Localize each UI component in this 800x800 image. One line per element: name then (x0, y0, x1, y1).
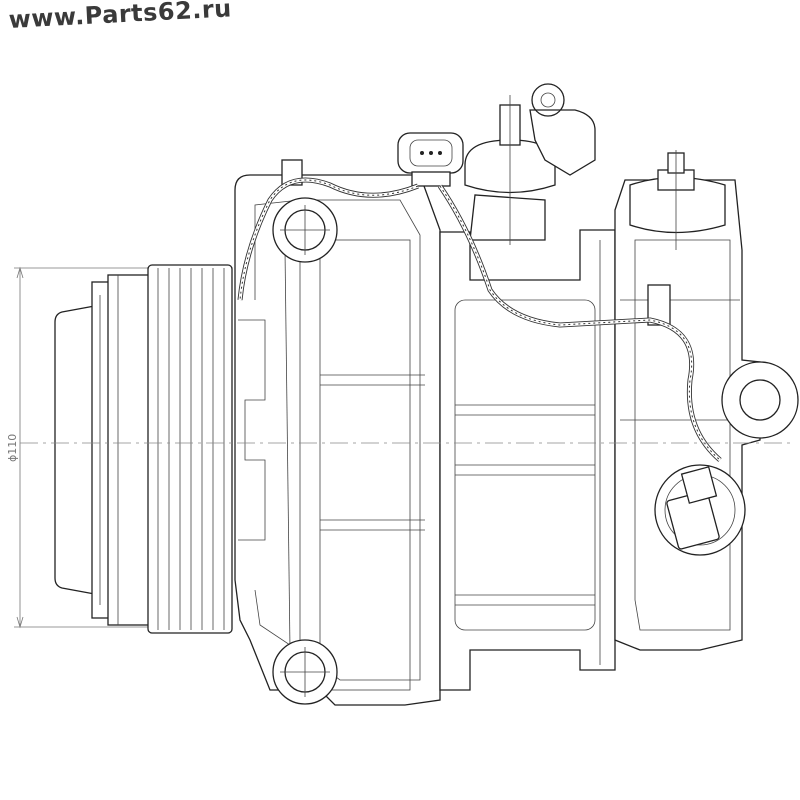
top-electrical-connector (397, 132, 464, 187)
wire-clip (647, 284, 671, 326)
wire-harness (237, 177, 722, 462)
rear-connector (654, 464, 746, 556)
valve-fitting (464, 83, 596, 245)
middle-body (439, 229, 616, 691)
lower-mount-boss (272, 639, 338, 705)
pulley (54, 264, 233, 634)
rear-valve-fitting (629, 150, 726, 250)
rear-head (614, 179, 799, 651)
upper-mount-boss (272, 197, 338, 263)
diameter-label: ϕ110 (6, 434, 19, 462)
diameter-dimension: ϕ110 (6, 266, 150, 629)
front-housing (234, 174, 441, 706)
